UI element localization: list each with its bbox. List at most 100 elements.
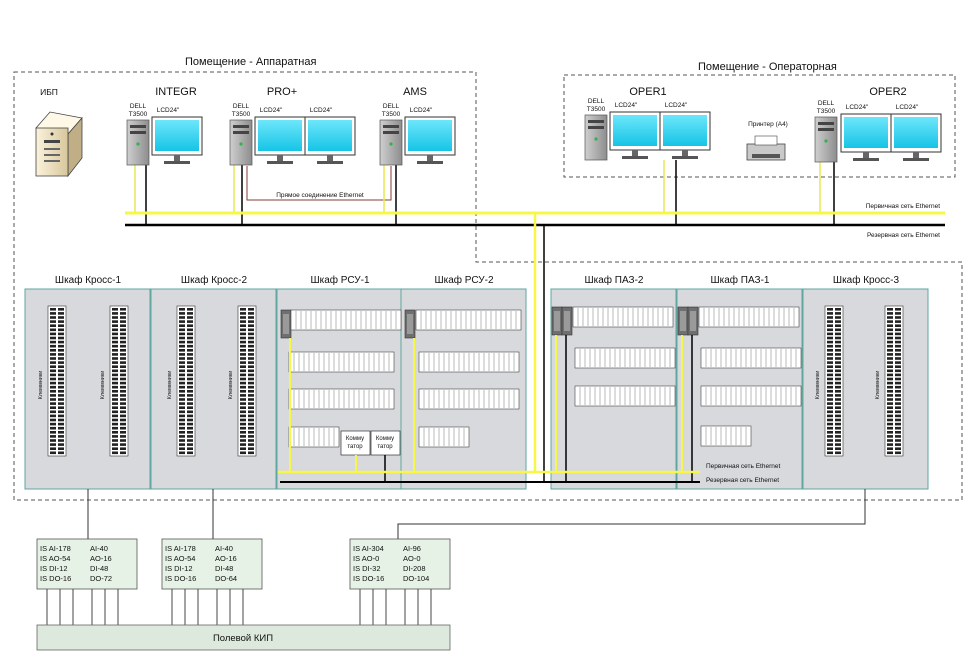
controller-module bbox=[561, 306, 573, 336]
field-instruments-bar: Полевой КИП bbox=[36, 624, 451, 651]
terminal-label: Клеммники bbox=[167, 371, 173, 400]
printer-label: Принтер (А4) bbox=[748, 121, 788, 128]
terminal-label: Клеммники bbox=[100, 371, 106, 400]
io-module-rack bbox=[418, 426, 470, 448]
switch-label: Комму bbox=[376, 436, 394, 442]
monitor-label: LCD24" bbox=[260, 107, 283, 114]
cabinets-group: Шкаф Кросс-1 Шкаф Кросс-2 Шкаф РСУ-1 Шкаф Р… bbox=[24, 274, 929, 490]
io-count-right: DO-104 bbox=[403, 574, 429, 583]
direct-link-label: Прямое соединение Ethernet bbox=[276, 192, 364, 199]
io-count-left: IS DI-32 bbox=[353, 564, 381, 573]
io-count-left: IS DO-16 bbox=[353, 574, 384, 583]
io-module-rack bbox=[288, 426, 340, 448]
io-count-left: IS AI-178 bbox=[40, 544, 71, 553]
room-borders bbox=[13, 71, 963, 501]
room-apparatus-title: Помещение - Аппаратная bbox=[185, 56, 316, 68]
printer-icon bbox=[746, 135, 786, 161]
cabinet-primary-label: Первичная сеть Ethernet bbox=[706, 463, 780, 470]
controller-module bbox=[687, 306, 699, 336]
cabinet-title: Шкаф РСУ-2 bbox=[434, 274, 493, 286]
terminal-block bbox=[824, 305, 844, 457]
cabinet-title: Шкаф ПАЗ-2 bbox=[584, 274, 643, 286]
cross-terminals-2: Клеммники Клеммники bbox=[167, 305, 257, 457]
cross3-link bbox=[397, 489, 866, 539]
pc-model-label: DELL bbox=[233, 103, 250, 110]
io-count-right: AO-16 bbox=[90, 554, 112, 563]
cabinet-7 bbox=[802, 288, 929, 490]
workstation-name: PRO+ bbox=[267, 86, 297, 98]
io-module-rack bbox=[700, 347, 802, 369]
io-count-left: IS AO-0 bbox=[353, 554, 379, 563]
terminal-block bbox=[176, 305, 196, 457]
switch-label: Комму bbox=[346, 436, 364, 442]
controller-module bbox=[280, 309, 292, 339]
workstation-name: INTEGR bbox=[155, 86, 197, 98]
io-module-rack bbox=[700, 385, 802, 407]
io-count-right: DO-64 bbox=[215, 574, 237, 583]
io-module-rack bbox=[415, 309, 522, 331]
cabinet-backup-label: Резервная сеть Ethernet bbox=[706, 477, 779, 484]
cabinet-title: Шкаф РСУ-1 bbox=[310, 274, 369, 286]
paz2-content bbox=[551, 306, 676, 482]
pc-model-label: T3500 bbox=[232, 111, 251, 118]
cabinet-box bbox=[802, 288, 929, 490]
workstation-name: OPER2 bbox=[869, 86, 906, 98]
pc-model-label: T3500 bbox=[587, 106, 606, 113]
io-module-rack bbox=[418, 351, 520, 373]
io-count-left: IS DI-12 bbox=[40, 564, 68, 573]
io-module-rack bbox=[288, 351, 395, 373]
workstation-drops bbox=[134, 160, 835, 225]
terminal-block bbox=[237, 305, 257, 457]
switch-label: татор bbox=[347, 444, 363, 450]
rsu2-content bbox=[404, 309, 522, 472]
cabinet-1 bbox=[24, 288, 151, 490]
io-module-rack bbox=[288, 388, 395, 410]
monitor-label: LCD24" bbox=[665, 102, 688, 109]
controller-module bbox=[677, 306, 689, 336]
cross-terminals-1: Клеммники Клеммники bbox=[38, 305, 129, 457]
io-module-rack bbox=[698, 306, 800, 328]
cabinet-title: Шкаф Кросс-2 bbox=[181, 274, 248, 286]
monitor-label: LCD24" bbox=[846, 104, 869, 111]
io-count-left: IS AO-54 bbox=[165, 554, 195, 563]
io-count-right: DI-48 bbox=[215, 564, 233, 573]
terminal-block bbox=[47, 305, 67, 457]
monitor-label: LCD24" bbox=[615, 102, 638, 109]
monitor-label: LCD24" bbox=[310, 107, 333, 114]
terminal-label: Клеммники bbox=[228, 371, 234, 400]
controller-module bbox=[551, 306, 563, 336]
cabinet-box bbox=[24, 288, 151, 490]
terminal-block bbox=[109, 305, 129, 457]
io-count-right: AI-40 bbox=[90, 544, 108, 553]
io-count-left: IS AI-304 bbox=[353, 544, 384, 553]
monitor-label: LCD24" bbox=[410, 107, 433, 114]
io-count-left: IS AO-54 bbox=[40, 554, 70, 563]
terminal-label: Клеммники bbox=[38, 371, 44, 400]
terminal-label: Клеммники bbox=[875, 371, 881, 400]
cabinet-title: Шкаф Кросс-1 bbox=[55, 274, 122, 286]
ups-icon bbox=[35, 111, 83, 178]
ups-label: ИБП bbox=[40, 87, 58, 97]
io-module-rack bbox=[290, 309, 402, 331]
io-module-rack bbox=[700, 425, 752, 447]
monitor-label: LCD24" bbox=[157, 107, 180, 114]
io-count-right: AI-40 bbox=[215, 544, 233, 553]
io-module-rack bbox=[574, 385, 676, 407]
io-module-rack bbox=[418, 388, 520, 410]
pc-model-label: DELL bbox=[383, 103, 400, 110]
io-count-right: AO-16 bbox=[215, 554, 237, 563]
cabinet-title: Шкаф ПАЗ-1 bbox=[710, 274, 769, 286]
pc-model-label: DELL bbox=[130, 103, 147, 110]
pc-model-label: T3500 bbox=[382, 111, 401, 118]
